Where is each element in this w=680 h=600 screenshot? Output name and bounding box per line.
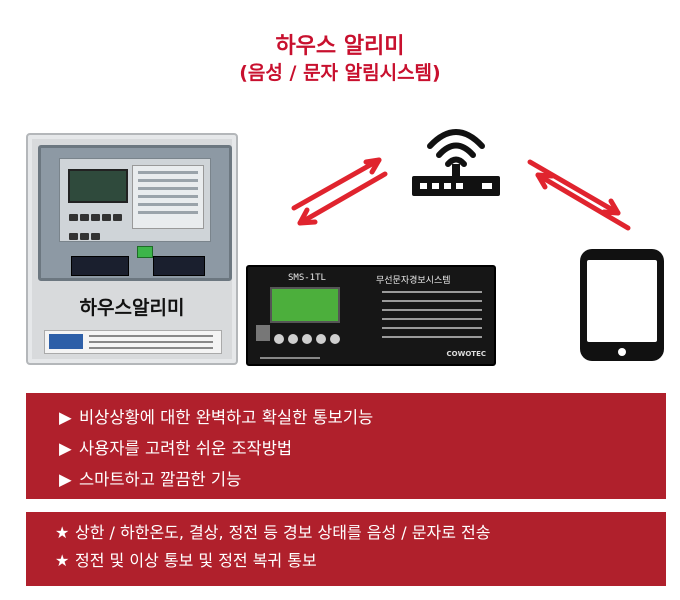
control-cabinet: 하우스알리미 [26, 133, 238, 365]
device-url [260, 357, 320, 359]
page-subtitle: (음성 / 문자 알림시스템) [239, 62, 441, 84]
notes-box: ★상한 / 하한온도, 결상, 정전 등 경보 상태를 음성 / 문자로 전송 … [26, 512, 666, 586]
star-bullet-icon: ★ [55, 551, 70, 570]
sms-device-panel: SMS-1TL 무선문자경보시스템 COWOTEC [246, 265, 496, 366]
device-feature-list [382, 291, 482, 345]
triangle-bullet-icon: ▶ [59, 470, 72, 489]
cabinet-display-right [153, 256, 205, 276]
cabinet-lcd [68, 169, 128, 203]
device-model: SMS-1TL [288, 273, 326, 283]
star-bullet-icon: ★ [55, 523, 70, 542]
arrow-right-pair [527, 159, 631, 231]
triangle-bullet-icon: ▶ [59, 408, 72, 427]
cabinet-display-left [71, 256, 129, 276]
page-title: 하우스 알리미 [275, 34, 405, 59]
cabinet-window [38, 145, 232, 281]
cabinet-green-light [137, 246, 153, 258]
cabinet-sticker [44, 330, 222, 354]
cabinet-label: 하우스알리미 [79, 297, 185, 319]
note-item: ★정전 및 이상 통보 및 정전 복귀 통보 [55, 547, 666, 575]
cabinet-keypad [68, 207, 126, 240]
feature-box: ▶비상상황에 대한 완벽하고 확실한 통보기능 ▶사용자를 고려한 쉬운 조작방… [26, 393, 666, 499]
cabinet-label-panel [132, 165, 204, 229]
cabinet-controller [59, 158, 211, 242]
wifi-router-icon [412, 129, 500, 196]
device-name: 무선문자경보시스템 [376, 276, 451, 286]
device-sd-slot [256, 325, 270, 341]
device-keypad [274, 329, 374, 345]
feature-item: ▶비상상황에 대한 완벽하고 확실한 통보기능 [59, 402, 666, 433]
device-lcd [270, 287, 340, 323]
feature-item: ▶스마트하고 깔끔한 기능 [59, 464, 666, 495]
smartphone-icon [580, 249, 664, 361]
note-item: ★상한 / 하한온도, 결상, 정전 등 경보 상태를 음성 / 문자로 전송 [55, 519, 666, 547]
arrow-left-pair [291, 157, 388, 226]
triangle-bullet-icon: ▶ [59, 439, 72, 458]
feature-item: ▶사용자를 고려한 쉬운 조작방법 [59, 433, 666, 464]
device-brand: COWOTEC [446, 350, 486, 358]
